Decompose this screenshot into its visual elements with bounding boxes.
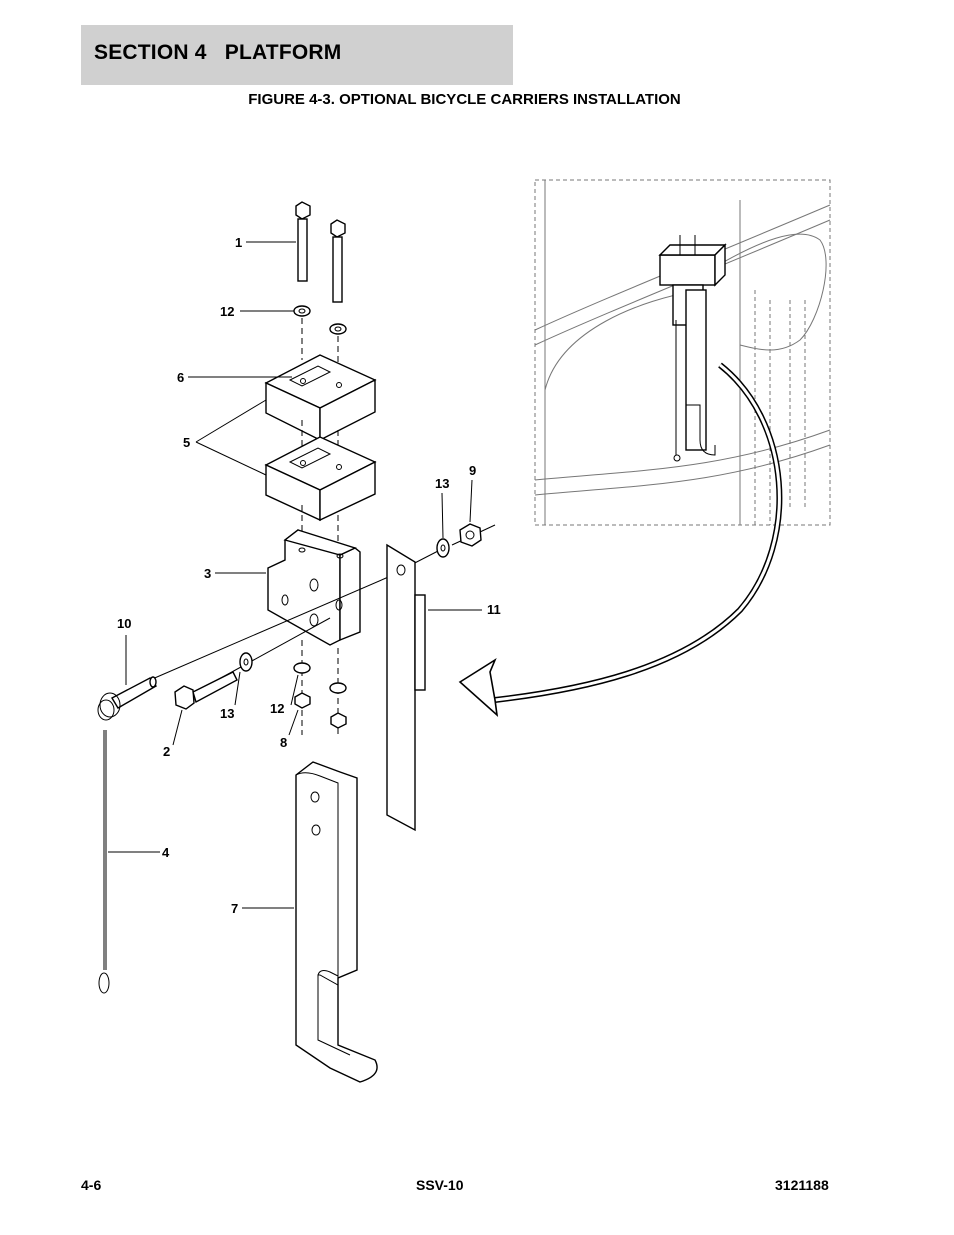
washer-12-bottom-a [293,662,311,674]
callout-5: 5 [183,435,190,450]
hook-arm-part-7 [295,761,378,1083]
footer-doc-number: 3121188 [775,1177,829,1193]
callout-1: 1 [235,235,242,250]
callout-11: 11 [487,602,501,617]
flat-bar-part-11 [386,543,426,832]
direction-arrow [458,362,783,718]
callout-6: 6 [177,370,184,385]
callout-12-top: 12 [220,304,234,319]
washer-12-top-a [293,305,311,317]
nut-9 [459,523,482,547]
callout-13-left: 13 [220,706,234,721]
callout-4: 4 [162,845,170,860]
callout-3: 3 [204,566,211,581]
callout-12-bottom: 12 [270,701,284,716]
pin-part-10 [97,676,158,721]
lower-block-part-5 [264,436,377,522]
upper-block-part-6 [264,354,377,442]
figure-title: FIGURE 4-3. OPTIONAL BICYCLE CARRIERS IN… [248,91,681,108]
washer-12-top-b [329,323,347,335]
nut-8-a [294,692,311,709]
washer-12-bottom-b [329,682,347,694]
callout-2: 2 [163,744,170,759]
platform-context-view [534,179,831,526]
section-header-bar: SECTION 4 PLATFORM [81,25,513,85]
washer-13-left [239,652,253,672]
footer-model: SSV-10 [416,1177,464,1193]
washer-13-right [436,538,450,558]
callout-13-right: 13 [435,476,449,491]
callout-7: 7 [231,901,238,916]
leader-lines [108,241,482,909]
lanyard-part-4 [98,730,110,994]
platform-outline [534,179,831,526]
bracket-part-3 [267,529,361,646]
callout-8: 8 [280,735,287,750]
callout-9: 9 [469,463,476,478]
bolts-part-1 [295,201,346,303]
footer-page-number: 4-6 [81,1177,102,1193]
bolt-part-2 [174,671,238,710]
callout-10: 10 [117,616,131,631]
nut-8-b [330,712,347,729]
section-title: SECTION 4 PLATFORM [94,41,342,64]
